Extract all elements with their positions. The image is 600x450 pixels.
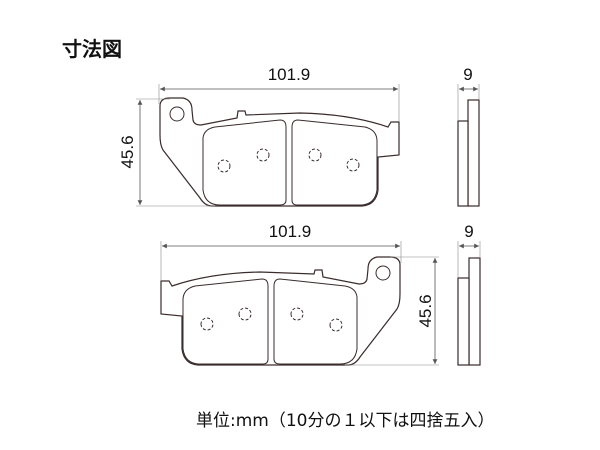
- top-height-dimension: 45.6: [118, 98, 215, 207]
- top-width-label: 101.9: [268, 65, 311, 84]
- page-title: 寸法図: [62, 37, 122, 61]
- brake-pad-bottom-side: [457, 257, 481, 366]
- top-thickness-dimension: 9: [457, 65, 480, 120]
- top-thickness-label: 9: [463, 65, 472, 84]
- unit-note: 単位:mm（10分の１以下は四捨五入）: [196, 411, 495, 431]
- bottom-height-label: 45.6: [416, 294, 435, 327]
- top-height-label: 45.6: [118, 135, 137, 168]
- bottom-width-dimension: 101.9: [160, 222, 402, 281]
- bottom-width-label: 101.9: [269, 222, 312, 241]
- brake-pad-top-front: [159, 97, 400, 207]
- top-width-dimension: 101.9: [158, 65, 400, 122]
- brake-pad-bottom-front: [160, 256, 401, 366]
- brake-pad-top-side: [457, 99, 480, 207]
- bottom-thickness-label: 9: [464, 222, 473, 241]
- bottom-height-dimension: 45.6: [345, 256, 439, 366]
- bottom-thickness-dimension: 9: [457, 222, 481, 277]
